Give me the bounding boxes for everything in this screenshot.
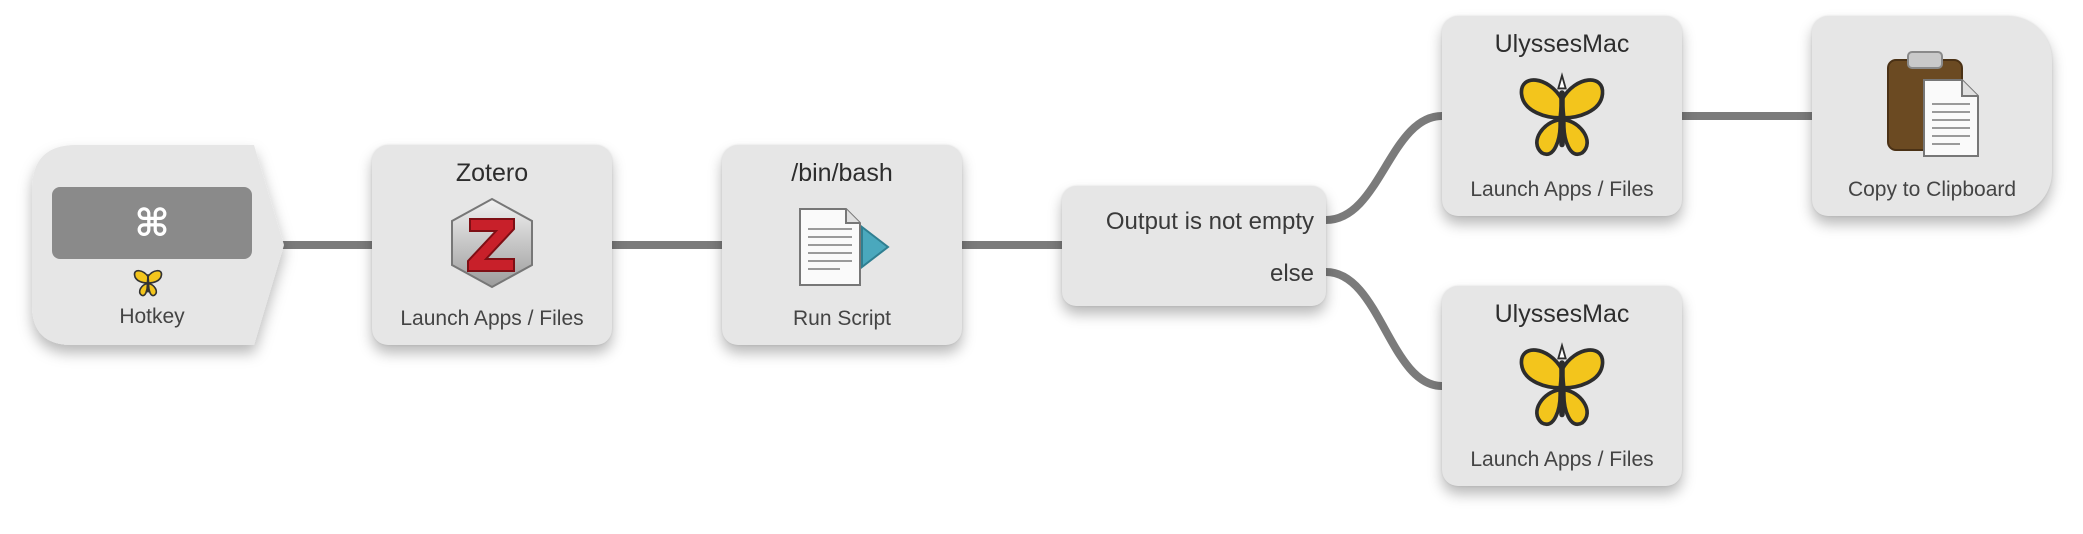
script-document-icon — [799, 208, 890, 286]
command-key-symbol: ⌘ — [134, 201, 170, 245]
launch-ulysses-top-node[interactable]: UlyssesMac Launch Apps / Files — [1442, 16, 1682, 216]
launch-zotero-node[interactable]: Zotero Launch Apps / Files — [372, 145, 612, 345]
node-title: /bin/bash — [791, 159, 893, 187]
ulysses-butterfly-icon — [1519, 72, 1605, 157]
node-title: UlyssesMac — [1494, 300, 1630, 328]
condition-output-label: Output is not empty — [1105, 208, 1314, 235]
wire-conditional-to-ulysses-top — [1322, 112, 1446, 224]
node-title: Zotero — [455, 159, 529, 187]
wire-conditional-to-ulysses-bottom — [1322, 268, 1446, 390]
hotkey-key-display[interactable]: ⌘ — [52, 187, 252, 259]
ulysses-butterfly-icon — [1519, 342, 1605, 427]
hotkey-node[interactable]: ⌘ Hotkey — [32, 145, 284, 345]
zotero-app-icon — [451, 197, 533, 289]
node-subtitle: Run Script — [792, 307, 892, 330]
ulysses-butterfly-icon — [133, 269, 163, 297]
node-subtitle: Launch Apps / Files — [1470, 448, 1654, 471]
node-subtitle: Launch Apps / Files — [1470, 178, 1654, 201]
run-script-node[interactable]: /bin/bash Run Script — [722, 145, 962, 345]
node-subtitle: Copy to Clipboard — [1847, 178, 2017, 201]
node-subtitle: Launch Apps / Files — [400, 307, 584, 330]
copy-to-clipboard-node[interactable]: Copy to Clipboard — [1812, 16, 2052, 216]
node-title: UlyssesMac — [1494, 30, 1630, 58]
conditional-node[interactable]: Output is not empty else — [1062, 186, 1326, 306]
launch-ulysses-bottom-node[interactable]: UlyssesMac Launch Apps / Files — [1442, 286, 1682, 486]
condition-else-label: else — [1269, 260, 1314, 287]
hotkey-label: Hotkey — [119, 305, 185, 328]
clipboard-icon — [1887, 51, 1979, 157]
